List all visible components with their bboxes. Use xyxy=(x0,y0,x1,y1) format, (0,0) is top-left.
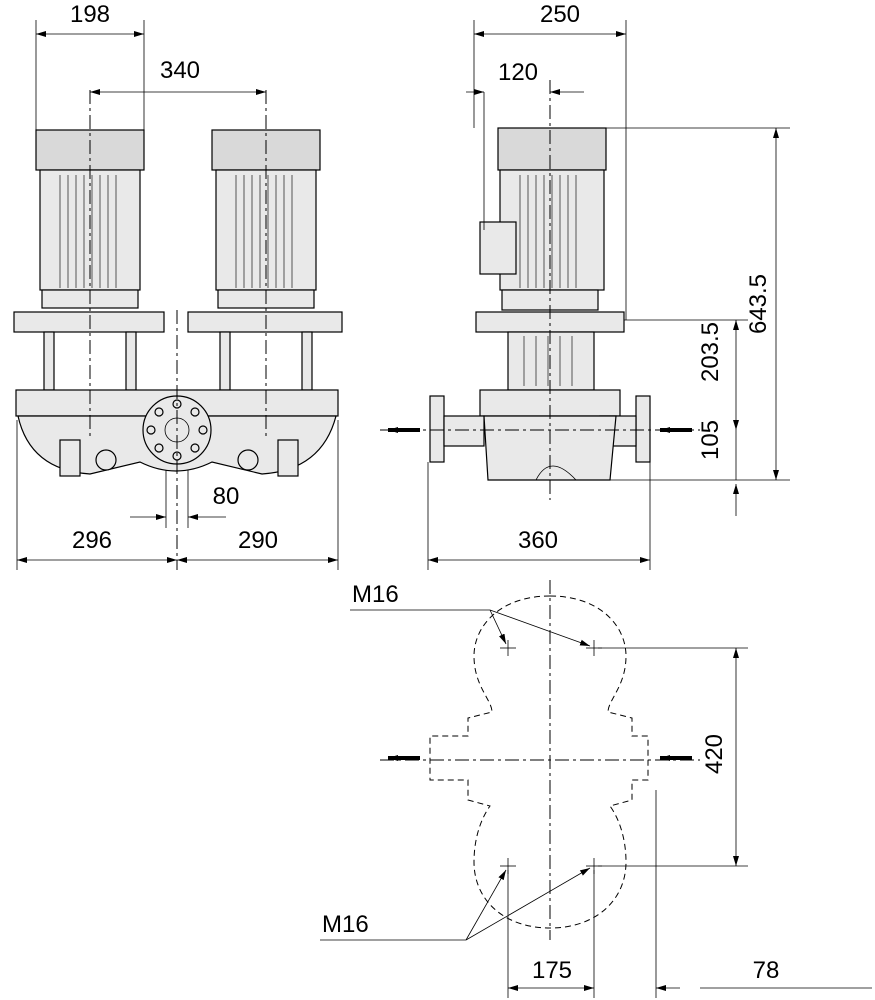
dim-side-port-length: 360 xyxy=(518,527,558,554)
label-thread-top: M16 xyxy=(352,581,399,608)
dim-side-motor-offset: 120 xyxy=(498,59,538,86)
label-thread-bottom: M16 xyxy=(322,911,369,938)
plan-outline xyxy=(429,595,649,929)
left-motor xyxy=(13,129,165,391)
plan-view: M16 M16 420 175 78 xyxy=(320,580,872,998)
dim-front-right-width: 290 xyxy=(238,527,278,554)
dim-plan-offset: 78 xyxy=(753,957,780,984)
side-motor xyxy=(475,127,625,391)
side-view: 250 120 643.5 203.5 105 360 xyxy=(380,1,790,570)
dim-side-upper-height: 203.5 xyxy=(697,322,724,382)
dim-side-overall-width: 250 xyxy=(540,1,580,28)
dim-front-motor-width: 198 xyxy=(70,1,110,28)
dim-plan-bolt-spacing-h: 175 xyxy=(532,957,572,984)
dim-side-port-height: 105 xyxy=(697,420,724,460)
right-motor xyxy=(187,129,343,391)
dim-side-total-height: 643.5 xyxy=(745,274,772,334)
dim-plan-bolt-spacing-v: 420 xyxy=(701,734,728,774)
front-view: 198 340 80 296 290 xyxy=(13,1,343,570)
dim-front-motor-spacing: 340 xyxy=(160,57,200,84)
dim-front-left-width: 296 xyxy=(72,527,112,554)
dim-front-flange: 80 xyxy=(213,483,240,510)
side-pump-housing xyxy=(429,389,651,481)
